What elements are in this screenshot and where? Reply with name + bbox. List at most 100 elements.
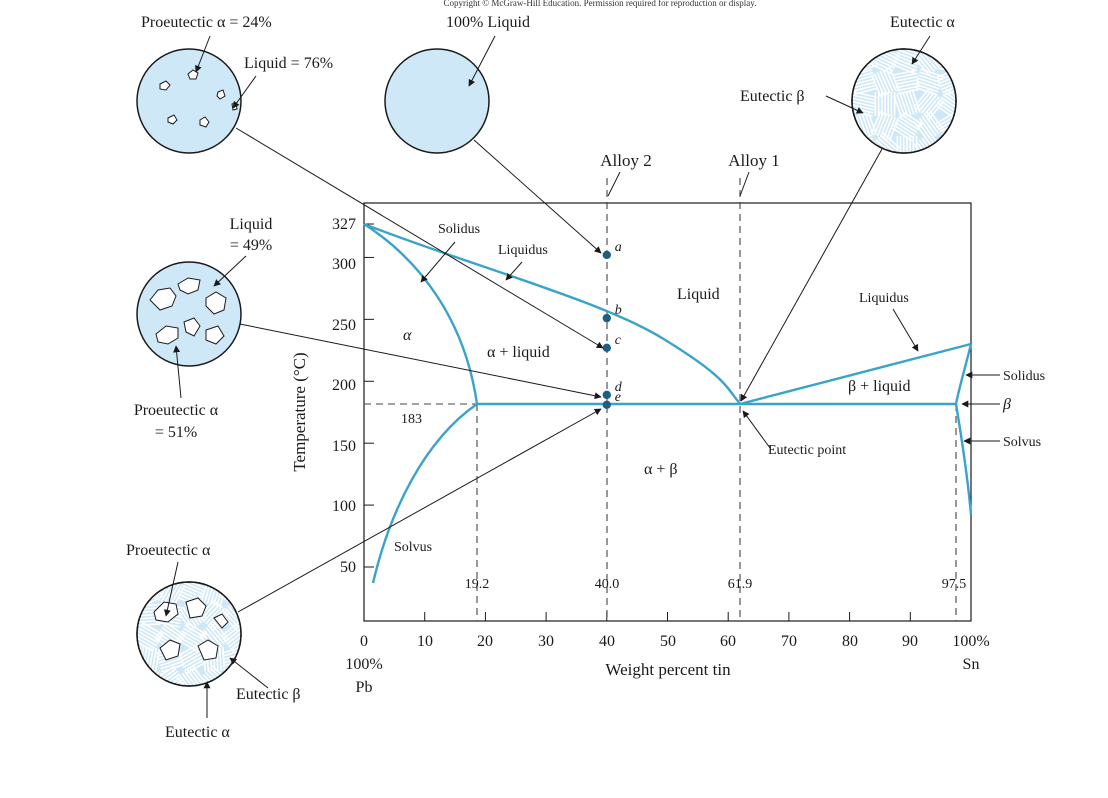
lamella-line xyxy=(918,92,935,112)
x-tick-label-60: 60 xyxy=(720,633,736,650)
y-tick-label-300: 300 xyxy=(332,256,356,273)
alloy-1-label: Alloy 1 xyxy=(728,151,779,170)
lamella-line xyxy=(941,137,949,153)
lamella-line xyxy=(893,69,917,76)
x-tick-label-40: 40 xyxy=(599,633,615,650)
lamella-line xyxy=(853,149,877,153)
lamella-line xyxy=(222,646,226,671)
micrograph-5-leader xyxy=(237,408,602,613)
region-alpha: α xyxy=(403,327,412,344)
liquidus-right-curve xyxy=(739,342,972,406)
x-tick-label-90: 90 xyxy=(902,633,918,650)
label-solvus-right: Solvus xyxy=(1003,435,1041,450)
lamella-line xyxy=(852,146,876,153)
lamella-line xyxy=(873,73,885,96)
lamella-line xyxy=(226,582,241,602)
lamella-line xyxy=(854,152,878,153)
x-tick-labels: 0 10 20 30 40 50 60 70 80 90 100% 100% P… xyxy=(345,633,989,696)
lamella-line xyxy=(852,81,876,89)
lamella-line xyxy=(944,91,956,107)
lamella-line xyxy=(852,103,875,111)
lamella-line xyxy=(905,91,915,115)
lamella-line xyxy=(939,49,956,53)
lamella-line xyxy=(852,143,875,153)
lamella-line xyxy=(876,71,888,95)
lamella-line xyxy=(893,124,915,139)
pointer-liquidus-right xyxy=(892,308,919,352)
micrograph-4-label-liquid-1: Liquid xyxy=(230,216,273,233)
lamella-line xyxy=(911,89,921,113)
copyright-notice: Copyright © McGraw-Hill Education. Permi… xyxy=(444,0,757,8)
lamella-line xyxy=(950,135,956,153)
point-label-e: e xyxy=(615,390,621,405)
lamella-line xyxy=(919,71,943,81)
micrograph-1-pointer-liquid xyxy=(232,75,257,109)
lamella-line xyxy=(205,605,223,625)
y-axis-title: Temperature (°C) xyxy=(290,352,309,471)
lamella-line xyxy=(159,629,181,645)
point-label-c: c xyxy=(615,333,622,348)
micrograph-2-pointer xyxy=(468,35,496,87)
pointer-solidus-left xyxy=(420,241,456,283)
lamella-line xyxy=(885,68,897,91)
micrograph-1-pointer-proeutectic xyxy=(195,35,211,73)
lamella-line xyxy=(938,61,956,66)
lamella-line xyxy=(947,136,955,153)
lamella-line xyxy=(231,584,241,606)
point-a xyxy=(602,250,611,260)
lamella-line xyxy=(935,111,956,125)
lamella-line xyxy=(182,655,205,669)
lamella-line xyxy=(916,80,940,90)
y-tick-label-250: 250 xyxy=(332,317,356,334)
lamella-line xyxy=(183,582,206,593)
lamella-line xyxy=(205,627,223,647)
lamella-line xyxy=(184,624,206,639)
micrograph-3-label-beta: Eutectic β xyxy=(740,88,805,105)
lamella-line xyxy=(913,88,931,108)
micrograph-circle xyxy=(384,48,490,154)
micrograph-1-leader xyxy=(235,127,604,349)
alloy-1-pointer xyxy=(739,171,750,197)
lamella-line xyxy=(176,644,199,658)
lamella-line xyxy=(140,624,162,639)
lamella-line xyxy=(184,670,200,686)
point-e xyxy=(602,400,611,409)
lamella-line xyxy=(879,70,891,94)
region-liquid: Liquid xyxy=(677,286,720,303)
proeutectic-grains xyxy=(153,597,229,661)
lamella-line xyxy=(918,74,942,84)
x-tick-label-20: 20 xyxy=(477,633,493,650)
point-label-b: b xyxy=(615,303,622,318)
lamella-line xyxy=(927,100,945,120)
lamella-line xyxy=(852,84,877,92)
lamella-line xyxy=(873,112,885,136)
axis-ticks xyxy=(363,223,972,621)
lamella-line xyxy=(137,582,157,594)
lamella-line xyxy=(915,83,939,93)
y-tick-label-100: 100 xyxy=(332,498,356,515)
micrograph-4-label-liquid-2: = 49% xyxy=(230,237,272,254)
x-tick-label-30: 30 xyxy=(538,633,554,650)
x-tick-label-100: 100% xyxy=(952,633,989,650)
lamella-line xyxy=(935,104,956,120)
lamella-line xyxy=(181,584,205,596)
lamella-line xyxy=(145,670,157,686)
point-label-a: a xyxy=(615,240,622,255)
pointer-eutectic-point xyxy=(742,410,771,449)
label-solidus-left: Solidus xyxy=(438,222,480,237)
micrograph-5-pointer-proeutectic xyxy=(163,561,179,617)
lamella-line xyxy=(137,666,145,686)
lamella-line xyxy=(917,77,941,87)
lamella-line xyxy=(181,630,203,644)
lamella-line xyxy=(902,92,912,116)
lamella-line xyxy=(222,623,241,641)
micrograph-circle xyxy=(136,48,242,154)
pointer-liquidus-left xyxy=(505,261,523,281)
lamella-line xyxy=(894,57,918,69)
lamella-line xyxy=(893,72,918,79)
lamella-line xyxy=(228,582,241,604)
micrograph-4-label-proeutectic-1: Proeutectic α xyxy=(134,402,219,419)
lamella-line xyxy=(957,134,963,157)
lamella-line xyxy=(161,663,185,673)
